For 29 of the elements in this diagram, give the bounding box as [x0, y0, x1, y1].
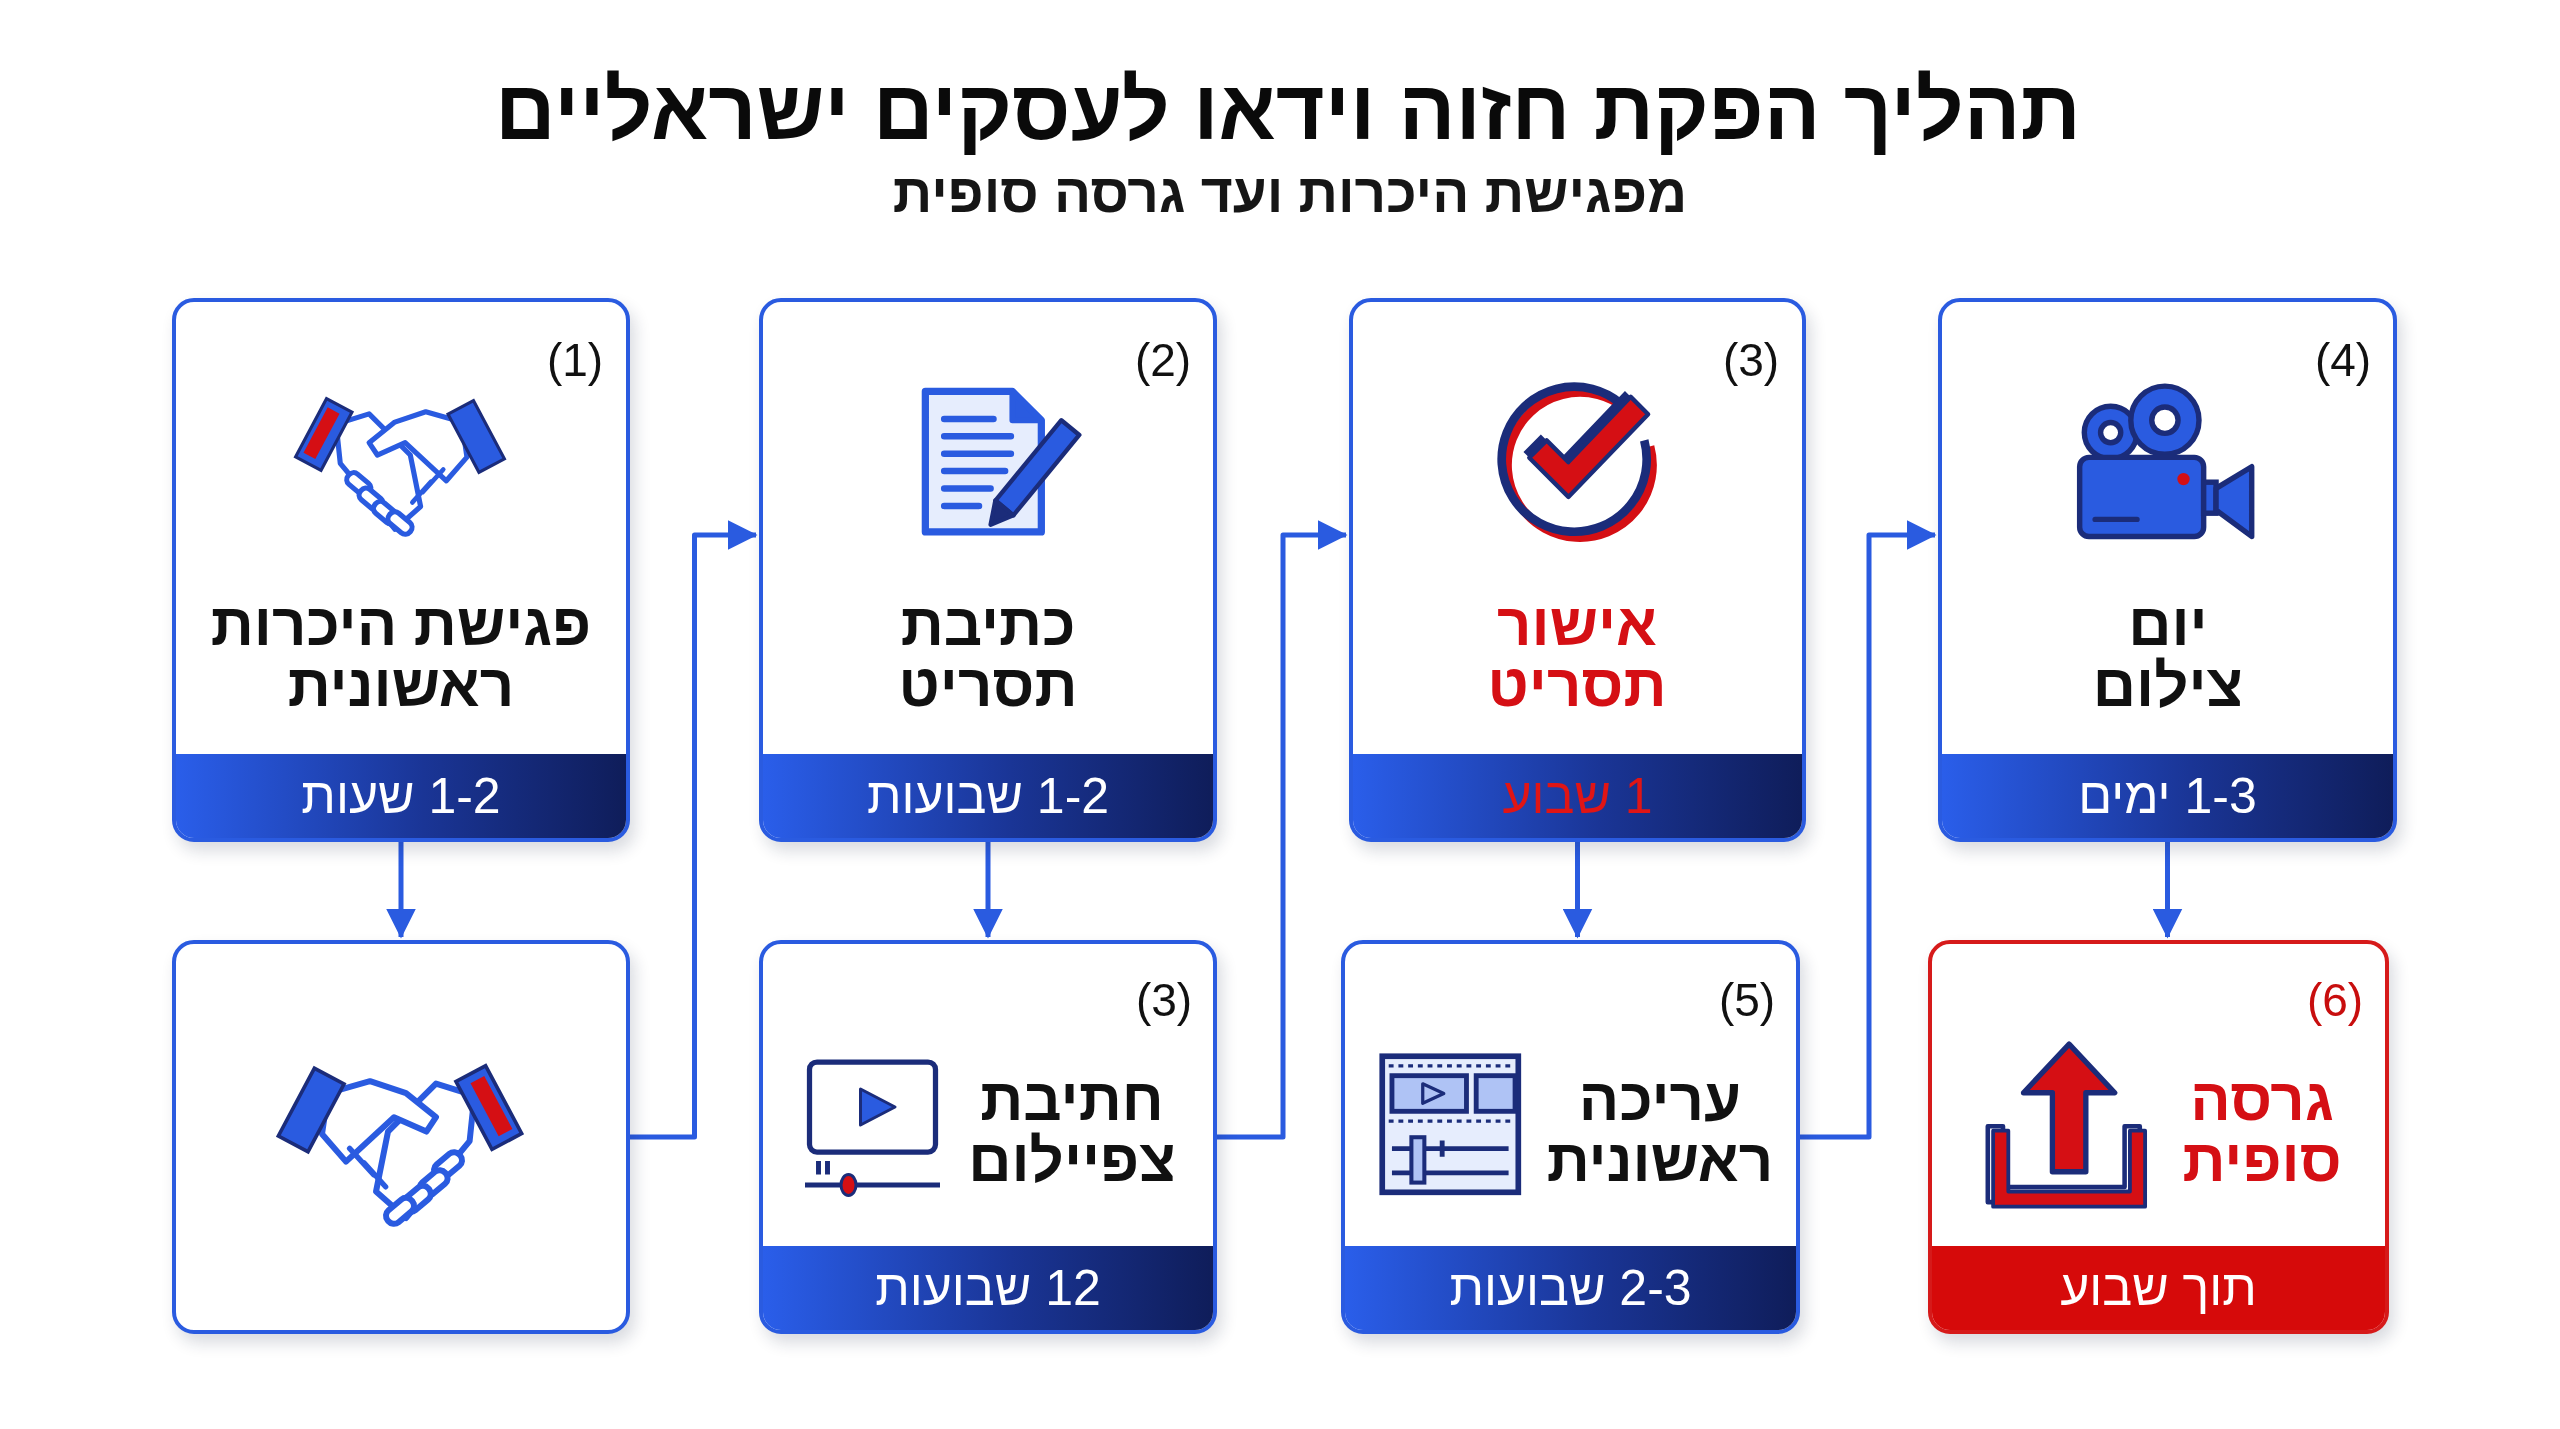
step-title: גרסה סופית [2182, 1069, 2342, 1191]
arrow [1217, 520, 1348, 1140]
duration-band: 1-2 שעות [176, 754, 626, 838]
arrow [386, 842, 416, 939]
step-card [759, 940, 1217, 1334]
step-title: אישור תסריט [1487, 594, 1667, 716]
duration-band: 1-3 ימים [1942, 754, 2393, 838]
subtitle: מפגישת היכרות ועד גרסה סופית [892, 165, 1688, 221]
step-card [759, 298, 1217, 842]
step-card [1349, 298, 1806, 842]
duration-band: 2-3 שבועות [1345, 1246, 1796, 1330]
arrow [973, 842, 1003, 939]
duration-band: תוך שבוע [1932, 1246, 2385, 1330]
step-title: יום צילום [2092, 594, 2244, 716]
step-card [1341, 940, 1800, 1334]
step-card [1928, 940, 2389, 1334]
step-card [1938, 298, 2397, 842]
step-title: פגישת היכרות ראשונית [209, 594, 593, 716]
duration-band: 1 שבוע [1353, 754, 1802, 838]
arrow [630, 520, 758, 1140]
step-title: עריכה ראשונית [1546, 1069, 1774, 1191]
arrow [1562, 842, 1593, 939]
step-card [172, 298, 630, 842]
step-title: חתיבת צפיילום [968, 1069, 1176, 1191]
arrow [1800, 520, 1937, 1140]
step-title: כתיבת תסריט [898, 594, 1078, 716]
arrow [2152, 842, 2183, 939]
duration-band: 12 שבועות [763, 1246, 1213, 1330]
duration-band: 1-2 שבועות [763, 754, 1213, 838]
